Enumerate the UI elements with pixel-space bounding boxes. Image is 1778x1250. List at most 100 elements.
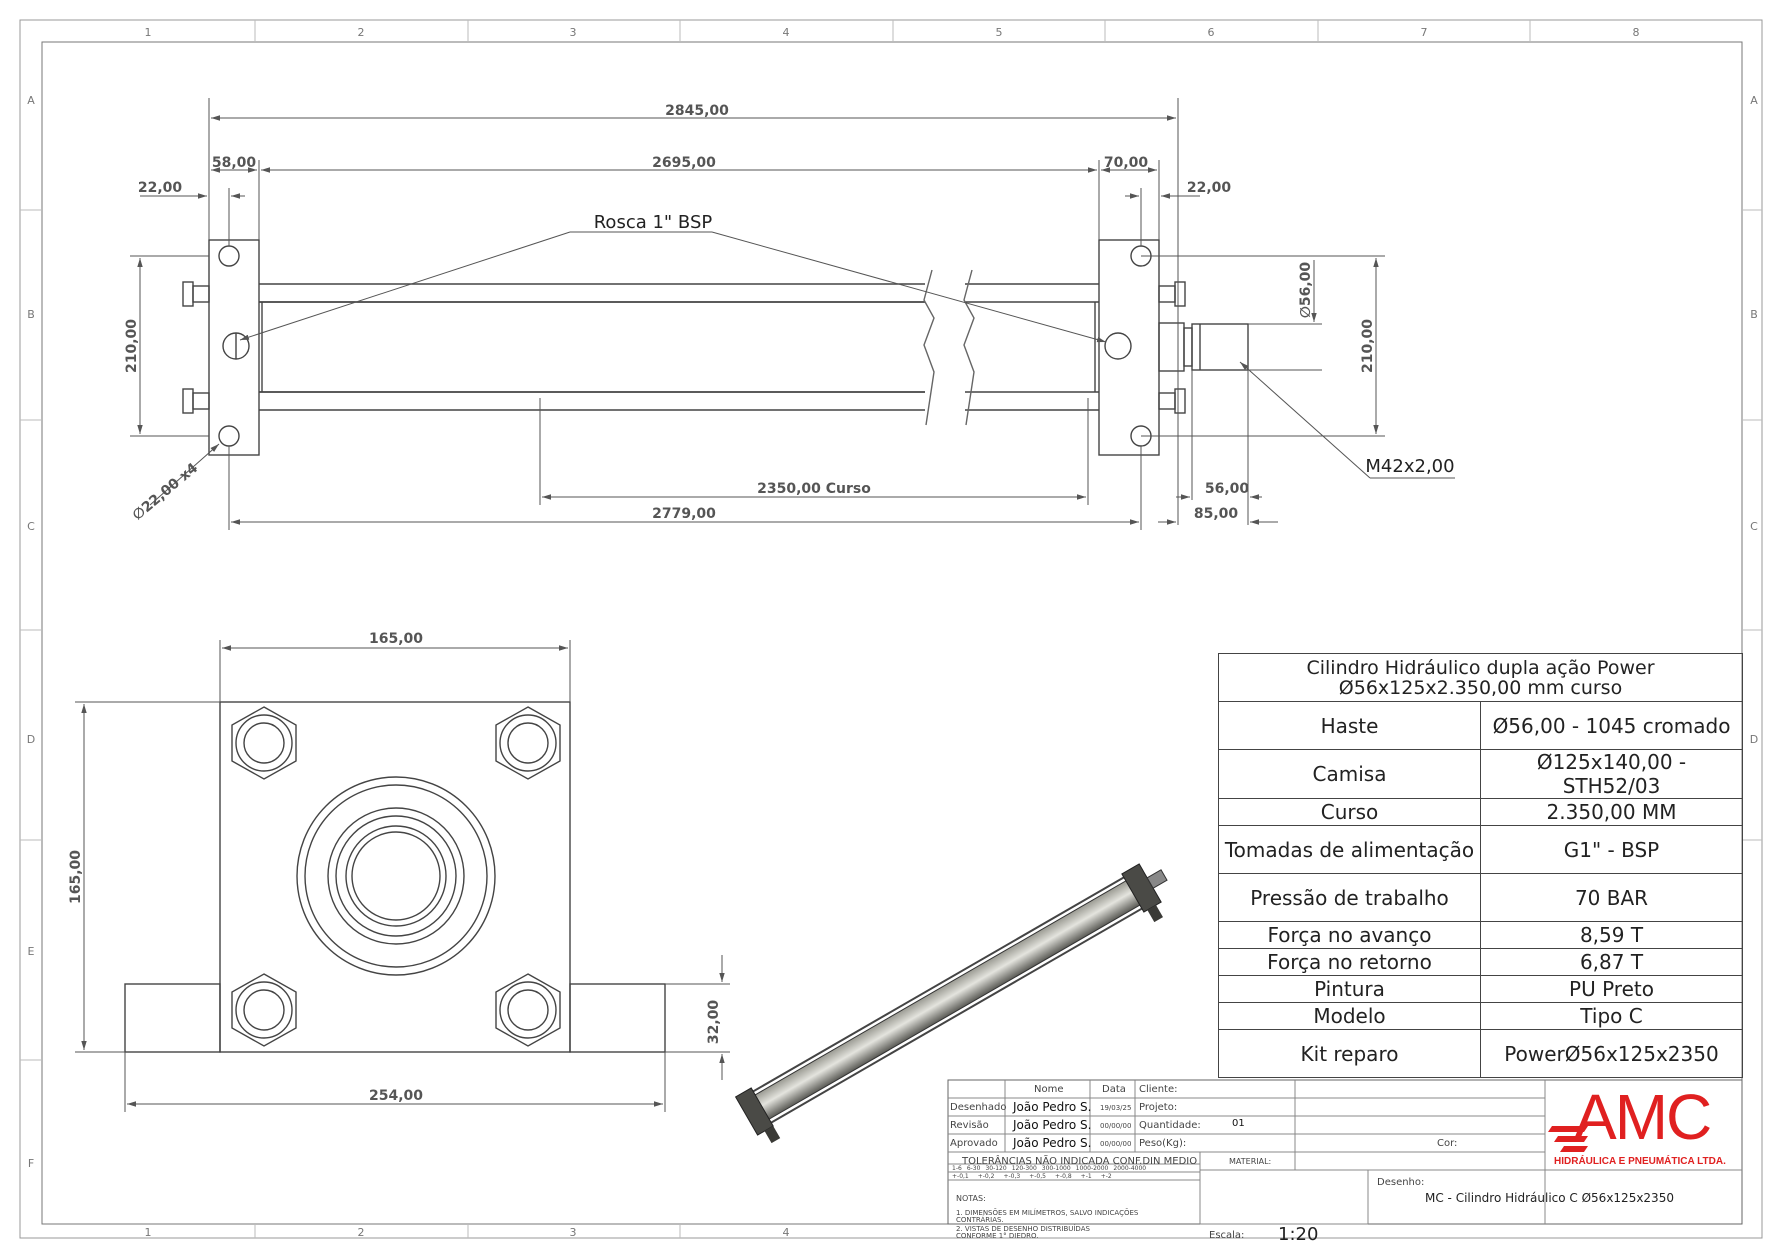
- tb-nota2: 2. VISTAS DE DESENHO DISTRIBUÍDAS: [956, 1225, 1090, 1233]
- spec-label: Força no avanço: [1218, 921, 1481, 949]
- col-label: 1: [145, 1226, 152, 1239]
- dim-stroke: 2350,00 Curso: [757, 481, 871, 497]
- col-label: 2: [358, 1226, 365, 1239]
- tol-range: 1000-2000: [1075, 1165, 1109, 1172]
- dim-foot: 32,00: [706, 1000, 722, 1045]
- tb-quantidade-value: 01: [1232, 1118, 1245, 1129]
- dim-barrel: 2695,00: [652, 155, 716, 171]
- tol-value: +-0,1: [952, 1173, 969, 1180]
- end-view-geometry: [124, 701, 666, 1053]
- tb-desenho-label: Desenho:: [1377, 1177, 1425, 1188]
- dim-rod-ext: 85,00: [1194, 506, 1239, 522]
- spec-value: 2.350,00 MM: [1480, 798, 1743, 826]
- tb-col-nome: Nome: [1034, 1084, 1064, 1095]
- dim-height-left: 210,00: [124, 319, 140, 373]
- col-label: 4: [783, 26, 790, 39]
- tol-range: 120-300: [1011, 1165, 1037, 1172]
- tb-nota2b: CONFORME 1° DIEDRO.: [956, 1232, 1039, 1240]
- col-label: 6: [1208, 26, 1215, 39]
- spec-title-line2: Ø56x125x2.350,00 mm curso: [1338, 676, 1623, 699]
- col-label: 1: [145, 26, 152, 39]
- tb-revisao-label: Revisão: [950, 1120, 989, 1131]
- spec-value: 8,59 T: [1480, 921, 1743, 949]
- spec-label: Curso: [1218, 798, 1481, 826]
- dim-end-height: 165,00: [68, 850, 84, 904]
- tb-cor-label: Cor:: [1437, 1138, 1458, 1149]
- row-label: D: [1750, 733, 1758, 746]
- tol-range: 30-120: [985, 1165, 1007, 1172]
- tol-range: 6-30: [966, 1165, 981, 1172]
- spec-value: PowerØ56x125x2350: [1480, 1029, 1743, 1078]
- row-label: E: [28, 945, 35, 958]
- row-label: B: [1750, 308, 1758, 321]
- callout-port: Rosca 1" BSP: [594, 212, 713, 233]
- dim-height-right: 210,00: [1360, 319, 1376, 373]
- isometric-cylinder: [734, 863, 1168, 1144]
- tb-desenhado-nome: João Pedro S.: [1013, 1100, 1092, 1114]
- col-label: 2: [358, 26, 365, 39]
- spec-value: Ø56,00 - 1045 cromado: [1480, 701, 1743, 750]
- tb-tolerancias: TOLERÂNCIAS NÃO INDICADA CONF.DIN MEDIO: [962, 1156, 1198, 1167]
- right-head-block: [1098, 239, 1160, 456]
- tol-value: +-1: [1080, 1173, 1092, 1180]
- dim-hole: ∅22,00 x4: [130, 460, 202, 524]
- tb-aprovado-data: 00/00/00: [1100, 1140, 1132, 1148]
- top-view-dimension-text: 2845,00 2695,00 58,00 70,00 22,00 22,00 …: [124, 103, 1376, 524]
- top-view-geometry: [182, 239, 1249, 456]
- end-plate: [219, 701, 571, 1053]
- spec-title-line1: Cilindro Hidráulico dupla ação Power: [1306, 656, 1655, 679]
- dim-rod-diameter: ∅56,00: [1298, 262, 1314, 319]
- tol-value: +-0,2: [977, 1173, 995, 1180]
- col-label: 3: [570, 26, 577, 39]
- col-label: 3: [570, 1226, 577, 1239]
- spec-label: Tomadas de alimentação: [1218, 825, 1481, 874]
- spec-label: Camisa: [1218, 749, 1481, 799]
- company-logo: AMC HIDRÁULICA E PNEUMÁTICA LTDA.: [1548, 1081, 1740, 1168]
- tb-nota1: 1. DIMENSÕES EM MILÍMETROS, SALVO INDICA…: [956, 1209, 1139, 1217]
- dim-rod-len: 56,00: [1205, 481, 1250, 497]
- tb-material-label: MATERIAL:: [1229, 1157, 1272, 1166]
- col-label: 7: [1421, 26, 1428, 39]
- tb-tol-values: +-0,1 +-0,2 +-0,3 +-0,5 +-0,8 +-1 +-2: [952, 1173, 1112, 1180]
- spec-value: G1" - BSP: [1480, 825, 1743, 874]
- tb-escala-label: Escala:: [1209, 1230, 1245, 1241]
- row-label: A: [27, 94, 35, 107]
- spec-title: Cilindro Hidráulico dupla ação Power Ø56…: [1218, 653, 1743, 702]
- tb-revisao-data: 00/00/00: [1100, 1122, 1132, 1130]
- dim-total-length: 2779,00: [652, 506, 716, 522]
- dim-left-offset: 22,00: [138, 180, 183, 196]
- tb-tol-ranges: 1-6 6-30 30-120 120-300 300-1000 1000-20…: [952, 1165, 1146, 1172]
- dim-right-offset: 22,00: [1187, 180, 1232, 196]
- dim-left-head: 58,00: [212, 155, 257, 171]
- tb-col-data: Data: [1102, 1084, 1126, 1095]
- tb-revisao-nome: João Pedro S.: [1013, 1118, 1092, 1132]
- spec-label: Modelo: [1218, 1002, 1481, 1030]
- callout-thread: M42x2,00: [1365, 456, 1454, 477]
- tol-value: +-0,8: [1054, 1173, 1072, 1180]
- tb-desenhado-data: 19/03/25: [1100, 1104, 1132, 1112]
- tol-range: 300-1000: [1041, 1165, 1071, 1172]
- spec-value: 70 BAR: [1480, 873, 1743, 922]
- logo-speed-lines: [1548, 1126, 1588, 1152]
- spec-label: Pintura: [1218, 975, 1481, 1003]
- logo-text: AMC: [1574, 1081, 1712, 1153]
- spec-label: Haste: [1218, 701, 1481, 750]
- end-view-dimension-lines: [75, 640, 730, 1112]
- spec-value: PU Preto: [1480, 975, 1743, 1003]
- tb-notas-label: NOTAS:: [956, 1194, 986, 1203]
- tol-range: 2000-4000: [1113, 1165, 1147, 1172]
- col-label: 8: [1633, 26, 1640, 39]
- dim-base: 254,00: [369, 1088, 423, 1104]
- tol-range: 1-6: [952, 1165, 962, 1172]
- sheet-border: [19, 19, 1763, 1239]
- dim-overall: 2845,00: [665, 103, 729, 119]
- col-label: 4: [783, 1226, 790, 1239]
- row-label: C: [27, 520, 35, 533]
- spec-value: 6,87 T: [1480, 948, 1743, 976]
- row-label: A: [1750, 94, 1758, 107]
- tb-escala-value: 1:20: [1278, 1224, 1319, 1245]
- tb-desenho-value: MC - Cilindro Hidráulico C Ø56x125x2350: [1425, 1191, 1674, 1205]
- row-label: F: [28, 1157, 34, 1170]
- spec-table: Cilindro Hidráulico dupla ação Power Ø56…: [1218, 653, 1743, 1078]
